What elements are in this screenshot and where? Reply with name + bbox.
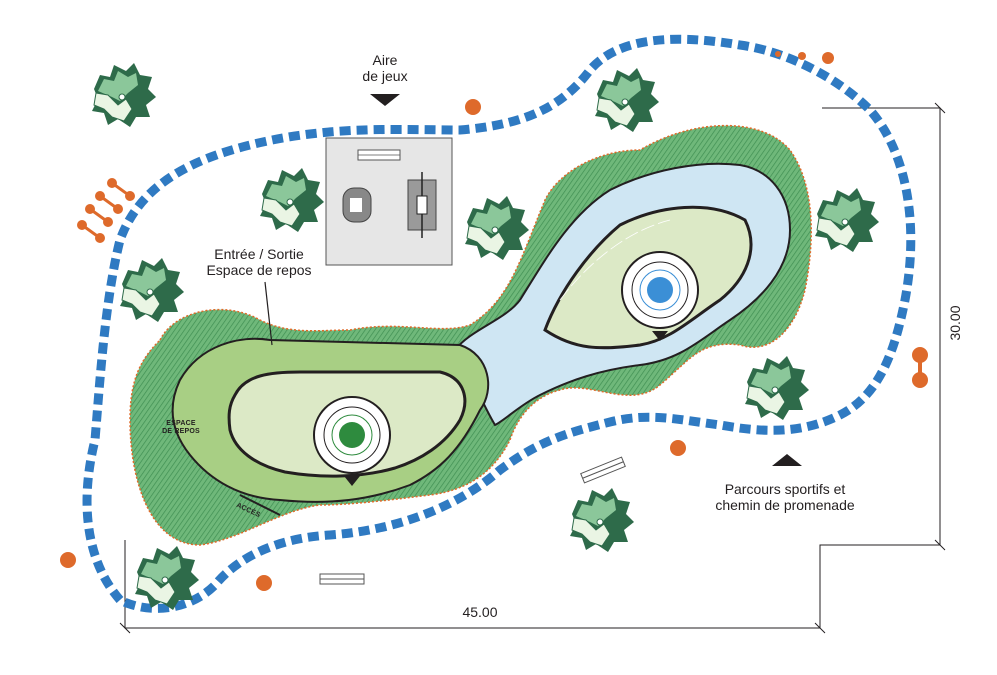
label-entree-line2: Espace de repos <box>206 262 312 278</box>
label-espace-de-repos: ESPACE DE REPOS <box>156 420 206 436</box>
fountain-green <box>313 396 391 486</box>
label-parcours-line1: Parcours sportifs et <box>724 481 846 497</box>
dimension-lines <box>119 102 946 634</box>
label-espace-repos-line1: ESPACE <box>166 420 196 427</box>
dimension-height-label: 30.00 <box>947 305 963 341</box>
dimension-width-label: 45.00 <box>462 604 498 620</box>
label-parcours-sportifs: Parcours sportifs et chemin de promenade <box>700 481 870 513</box>
playground-area <box>325 137 453 266</box>
benches <box>319 456 626 585</box>
label-entree-line1: Entrée / Sortie <box>214 246 304 262</box>
label-espace-repos-line2: DE REPOS <box>162 428 200 435</box>
label-aire-de-jeux-line2: de jeux <box>362 68 408 84</box>
label-aire-de-jeux-line1: Aire <box>372 52 398 68</box>
label-parcours-line2: chemin de promenade <box>715 497 855 513</box>
label-arrows <box>264 94 802 466</box>
fountain-blue <box>621 251 699 341</box>
outer-walking-path <box>82 34 916 613</box>
label-aire-de-jeux: Aire de jeux <box>355 52 415 84</box>
label-entree-sortie: Entrée / Sortie Espace de repos <box>196 246 322 278</box>
orange-markers <box>60 51 834 591</box>
fitness-equipment-left <box>77 178 135 243</box>
fitness-equipment-right <box>912 347 928 388</box>
